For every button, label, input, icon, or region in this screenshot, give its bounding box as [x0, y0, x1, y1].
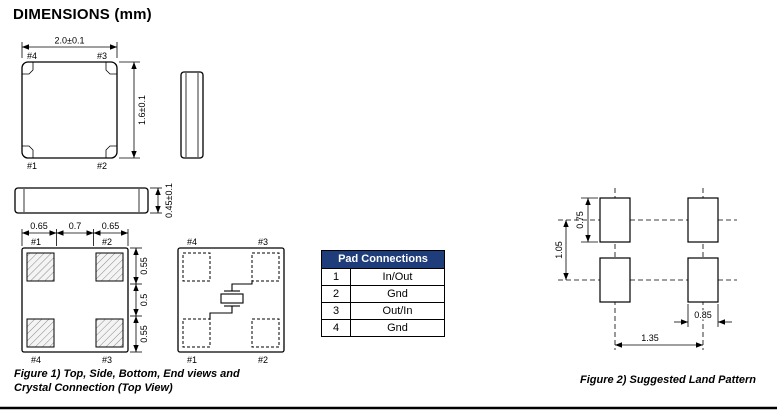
land-horizontal-pitch-dimension: 1.35	[615, 332, 703, 348]
figure1-caption-line1: Figure 1) Top, Side, Bottom, End views a…	[14, 368, 240, 380]
bottom-view-pad4	[26, 318, 55, 348]
bottom-view-pad2-label: #2	[102, 237, 112, 247]
side-view-outline	[14, 187, 149, 214]
bottom-view-hdim-left: 0.65	[30, 221, 48, 231]
top-view-height-dim-label: 1.6±0.1	[137, 95, 147, 125]
bottom-view-pad3	[95, 318, 124, 348]
side-view: 0.45±0.1	[14, 183, 174, 218]
side-view-thickness-dim-label: 0.45±0.1	[164, 183, 174, 218]
pad-connection-cell: In/Out	[382, 271, 413, 283]
top-view-pad3-label: #3	[97, 51, 107, 61]
bottom-view-hdim-right: 0.65	[102, 221, 120, 231]
bottom-view-pad1	[26, 252, 55, 282]
end-view	[180, 71, 204, 159]
pad-table-row: 2 Gnd	[322, 286, 444, 303]
land-pad-br	[687, 257, 719, 303]
top-view-pad4-label: #4	[27, 51, 37, 61]
pad-connections-table: Pad Connections 1 In/Out 2 Gnd 3 Out/In …	[321, 250, 445, 337]
bottom-view-hdim-mid: 0.7	[69, 221, 82, 231]
land-pad-height-dim-label: 0.75	[575, 211, 585, 229]
pad-number-cell: 4	[322, 320, 351, 336]
land-pad-bl	[599, 257, 631, 303]
land-vertical-pitch-dimension: 1.05	[554, 220, 569, 280]
crystal-lead-to-pad3	[231, 281, 253, 291]
crystal-view-pad3-label: #3	[258, 237, 268, 247]
bottom-view-vertical-dimensions: 0.55 0.5 0.55	[130, 247, 149, 353]
pad-table-row: 3 Out/In	[322, 303, 444, 320]
top-view-width-dim-label: 2.0±0.1	[55, 36, 85, 46]
top-view-pad2-label: #2	[97, 161, 107, 171]
figure2-caption: Figure 2) Suggested Land Pattern	[580, 374, 757, 386]
figure1-caption-line2: Crystal Connection (Top View)	[14, 382, 173, 394]
top-view-pad1-label: #1	[27, 161, 37, 171]
land-pad-width-dim-label: 0.85	[694, 310, 712, 320]
crystal-view-pad4-label: #4	[187, 237, 197, 247]
figure1-caption: Figure 1) Top, Side, Bottom, End views a…	[14, 367, 240, 395]
bottom-view-vdim-top: 0.55	[139, 257, 149, 275]
pad-number-cell: 1	[322, 269, 351, 285]
bottom-view-vdim-mid: 0.5	[139, 294, 149, 307]
land-pad-tl	[599, 197, 631, 243]
top-view-width-dimension: 2.0±0.1	[21, 36, 118, 58]
pad-connection-cell: Out/In	[382, 305, 413, 317]
land-pad-width-dimension: 0.85	[674, 304, 732, 327]
crystal-connection-view: #4 #3 #1 #2	[177, 237, 285, 365]
crystal-view-outline	[177, 247, 285, 353]
bottom-view-pad4-label: #4	[31, 355, 41, 365]
pad-number-cell: 3	[322, 303, 351, 319]
page-title: DIMENSIONS (mm)	[13, 6, 152, 23]
pad-number-cell: 2	[322, 286, 351, 302]
bottom-view-outline	[21, 247, 129, 353]
top-view-corner-castellation-bl	[22, 145, 34, 158]
crystal-lead-to-pad1	[209, 306, 233, 319]
land-vertical-pitch-dim-label: 1.05	[554, 241, 564, 259]
top-view: #4 #3 #1 #2 2.0±0.1 1.6±0.1	[21, 36, 147, 171]
crystal-view-pad2	[251, 318, 280, 348]
side-view-thickness-dimension: 0.45±0.1	[150, 183, 174, 218]
crystal-symbol	[209, 281, 253, 319]
bottom-view: #1 #2 #4 #3 0.65 0.7 0.65	[21, 220, 149, 365]
top-view-outline	[21, 61, 118, 159]
pad-table-header: Pad Connections	[322, 251, 444, 269]
bottom-view-vdim-bottom: 0.55	[139, 325, 149, 343]
top-view-corner-castellation-tr	[105, 62, 117, 75]
crystal-view-pad2-label: #2	[258, 355, 268, 365]
pad-connection-cell: Gnd	[387, 322, 408, 334]
land-pad-tr	[687, 197, 719, 243]
crystal-view-pad1	[182, 318, 211, 348]
pad-table-row: 1 In/Out	[322, 269, 444, 286]
top-view-corner-castellation-br	[105, 145, 117, 158]
bottom-view-pad1-label: #1	[31, 237, 41, 247]
bottom-view-horizontal-dimensions: 0.65 0.7 0.65	[21, 220, 129, 246]
land-horizontal-pitch-dim-label: 1.35	[641, 333, 659, 343]
end-view-outline	[180, 71, 204, 159]
bottom-view-pad2	[95, 252, 124, 282]
crystal-view-pad1-label: #1	[187, 355, 197, 365]
top-view-height-dimension: 1.6±0.1	[119, 61, 147, 159]
pad-table-row: 4 Gnd	[322, 320, 444, 336]
crystal-view-pad4	[182, 252, 211, 282]
top-view-corner-castellation-tl	[22, 62, 34, 75]
crystal-view-pad3	[251, 252, 280, 282]
pad-connection-cell: Gnd	[387, 288, 408, 300]
land-pad-height-dimension: 0.75	[575, 197, 598, 243]
land-pattern: 0.75 1.05 0.85 1.35	[554, 188, 737, 350]
bottom-view-pad3-label: #3	[102, 355, 112, 365]
